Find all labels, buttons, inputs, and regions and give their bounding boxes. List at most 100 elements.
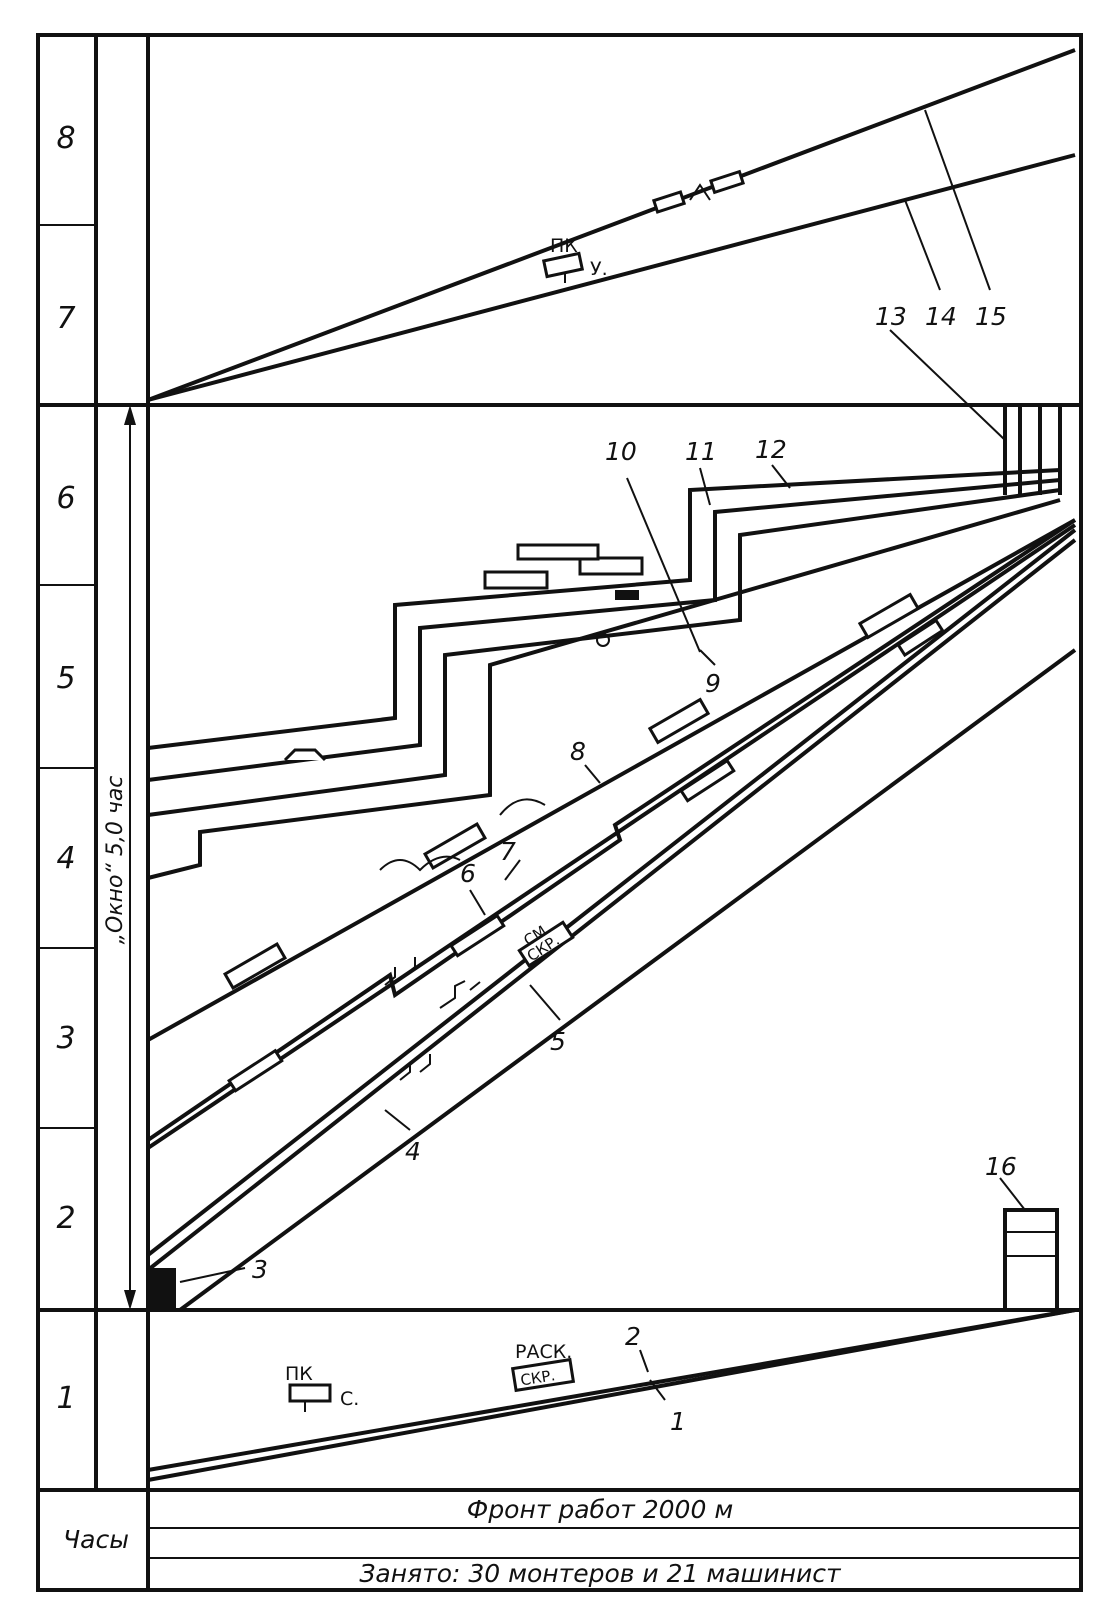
leader-7 [504, 859, 521, 881]
arrow-head-down [124, 1290, 136, 1310]
callout: 8 [570, 737, 586, 766]
leader-9 [699, 649, 716, 666]
pk-car-top [541, 251, 585, 279]
leader-2 [639, 1349, 649, 1373]
preparatory-operations: ПК У. [147, 48, 1076, 402]
hour-labels: 8 7 6 5 4 3 2 1 [56, 121, 75, 1416]
pk-label-top: ПК [550, 235, 578, 257]
stepped-lines [147, 468, 1061, 880]
rask-label: РАСК. [515, 1341, 572, 1363]
leader-11 [699, 467, 711, 506]
tool-symbol [384, 957, 416, 986]
front-label: Фронт работ 2000 м [467, 1495, 733, 1524]
skr-bottom-box [510, 1357, 576, 1393]
hour-label: 6 [56, 481, 75, 516]
callout: 1 [670, 1407, 686, 1436]
leader-10 [626, 477, 701, 653]
callout: 15 [975, 302, 1007, 331]
platform [449, 913, 506, 958]
hour-label: 5 [56, 661, 75, 696]
hour-label: 1 [56, 1381, 75, 1416]
platform [227, 1048, 284, 1093]
line-5-boundary [178, 648, 1077, 1312]
window-label: „Окно“ 5,0 час [103, 776, 128, 945]
hour-label: 4 [56, 841, 75, 876]
hour-label: 2 [56, 1201, 75, 1236]
line-8 [147, 518, 1076, 1042]
sm-box [517, 920, 575, 968]
crane-boom [516, 543, 600, 561]
callout: 4 [405, 1137, 421, 1166]
callout: 14 [925, 302, 957, 331]
footer: Часы Фронт работ 2000 м Занято: 30 монте… [63, 1495, 842, 1588]
line-7 [146, 518, 1077, 1142]
hour-label: 7 [56, 301, 75, 336]
line-9 [147, 498, 1061, 880]
tool-symbol [399, 1054, 431, 1081]
rail-car [647, 697, 711, 745]
machine-top [708, 169, 746, 195]
line-15 [147, 48, 1076, 402]
callout: 10 [605, 437, 637, 466]
rail-car [222, 942, 288, 990]
machine-top-link [689, 183, 711, 201]
leader-13 [889, 329, 1006, 441]
hours-label: Часы [63, 1525, 129, 1554]
small-platform [283, 748, 327, 762]
edge-blocks [148, 405, 1062, 1312]
grid-frame [36, 33, 1083, 1592]
leader-6 [469, 889, 486, 916]
callout: 6 [460, 859, 476, 888]
line-12 [147, 468, 1061, 750]
block-3 [148, 1268, 176, 1308]
pk-label-bottom: ПК [285, 1363, 313, 1385]
line-6 [146, 523, 1077, 1150]
callout: 13 [875, 302, 907, 331]
leader-14 [904, 199, 941, 291]
line-10 [147, 488, 1061, 817]
leader-3 [179, 1267, 246, 1283]
hour-label: 8 [56, 121, 75, 156]
leader-8 [584, 764, 601, 784]
final-operations: ПК С. РАСК. СКР. [147, 1308, 1076, 1482]
callout: 16 [985, 1152, 1017, 1181]
block-16 [1003, 1208, 1059, 1312]
machine-top [651, 190, 687, 214]
callout: 2 [625, 1322, 641, 1351]
callout: 7 [500, 837, 516, 866]
hour-label: 3 [56, 1021, 75, 1056]
staff-label: Занято: 30 монтеров и 21 машинист [359, 1559, 842, 1588]
skr-bottom-label: СКР. [519, 1366, 556, 1389]
leader-12 [771, 464, 791, 489]
rail-car [483, 570, 549, 590]
leader-lines [179, 109, 1026, 1401]
rail-car [422, 822, 488, 870]
rail-car [578, 556, 644, 576]
s-label-bottom: С. [340, 1388, 359, 1410]
platform [679, 758, 736, 803]
rail-car [857, 592, 921, 640]
callout: 5 [550, 1027, 566, 1056]
callout-labels: 1 2 3 4 5 6 7 8 9 10 11 12 13 14 15 16 [252, 302, 1017, 1436]
callout: 9 [705, 669, 721, 698]
platform [896, 618, 945, 658]
line-2 [147, 1308, 1076, 1472]
leader-5 [529, 984, 561, 1021]
callout: 11 [685, 437, 717, 466]
leader-15 [924, 109, 991, 291]
window-operations: СМ. СКР. [146, 518, 1077, 1312]
crane-arc [379, 855, 461, 872]
u-label-top: У. [590, 258, 608, 280]
leader-16 [999, 1177, 1026, 1211]
line-14 [147, 153, 1076, 402]
line-4-upper [146, 528, 1077, 1257]
arrow-head-up [124, 405, 136, 425]
crane-arc [499, 798, 546, 816]
leader-1 [649, 1379, 666, 1401]
tool-symbol [439, 980, 481, 1009]
pk-car [288, 1383, 332, 1403]
machine-block [615, 590, 639, 600]
callout: 3 [252, 1255, 268, 1284]
leader-4 [384, 1109, 411, 1131]
